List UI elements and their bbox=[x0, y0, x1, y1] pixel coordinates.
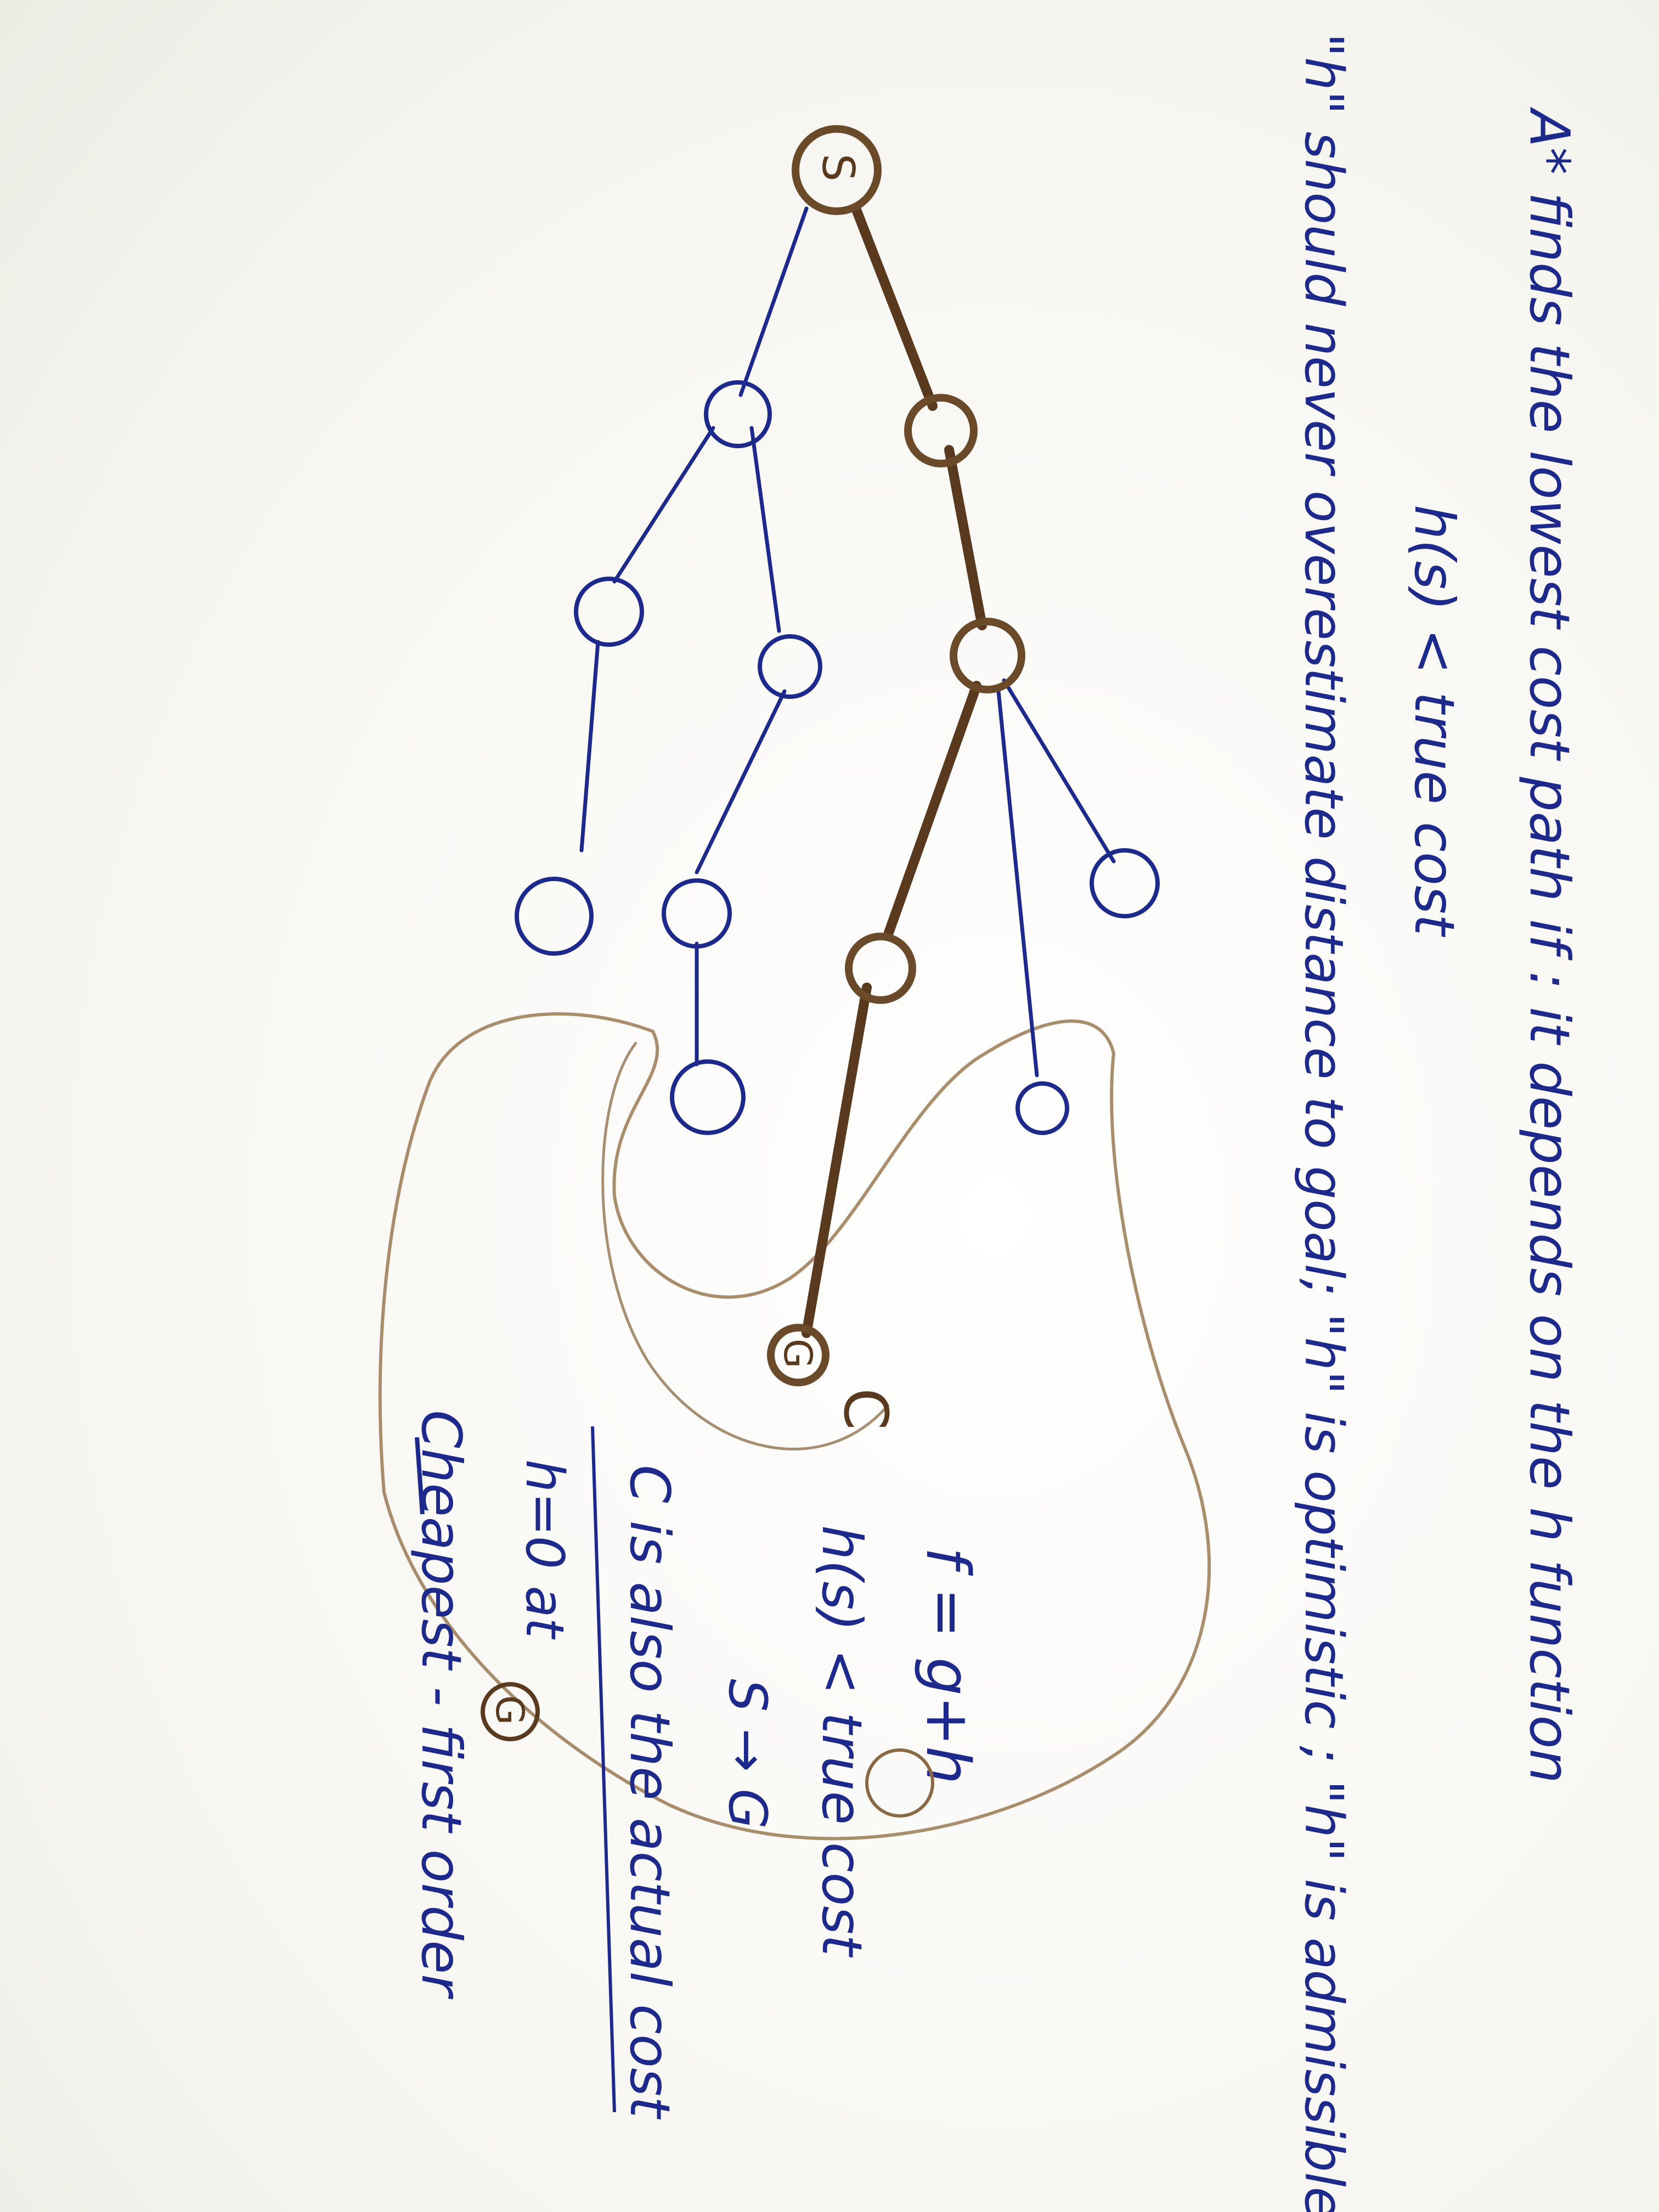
node bbox=[704, 380, 772, 448]
g-circle bbox=[481, 1682, 540, 1741]
start-label: S bbox=[812, 154, 864, 182]
formula-h-zero-node: G bbox=[487, 1695, 532, 1725]
path-node bbox=[950, 618, 1025, 693]
formula-f: f = g+h bbox=[913, 1547, 983, 1785]
path-node bbox=[904, 394, 978, 467]
goal-label: G bbox=[775, 1339, 820, 1368]
note-line-1: A* finds the lowest cost path if : it de… bbox=[1517, 106, 1582, 1784]
contour-c bbox=[378, 1012, 1211, 1841]
node bbox=[574, 577, 644, 647]
formula-block: f = g+h h(s) < true cost S → G C is also… bbox=[409, 1410, 983, 2120]
formula-c-note: C is also the actual cost bbox=[618, 1465, 682, 2120]
graph-edges bbox=[579, 206, 1116, 1077]
cheapest-underline bbox=[415, 1437, 425, 1515]
start-node bbox=[792, 125, 882, 215]
formula-h-rule: h(s) < true cost bbox=[810, 1525, 874, 1958]
formula-cheapest: Cheapest - first order bbox=[409, 1410, 473, 2000]
formula-h-zero: h=0 at bbox=[514, 1459, 574, 1640]
contour-inner bbox=[601, 1041, 890, 1451]
path-node bbox=[845, 933, 916, 1004]
path-nodes bbox=[767, 125, 1025, 1386]
note-line-3: "h" should never overestimate distance t… bbox=[1293, 33, 1355, 2212]
h-circle bbox=[865, 1748, 934, 1818]
graph-nodes bbox=[515, 380, 1160, 1135]
header-notes: A* finds the lowest cost path if : it de… bbox=[1293, 33, 1582, 2212]
node bbox=[670, 1059, 746, 1135]
contour-label: C bbox=[831, 1388, 901, 1430]
node bbox=[515, 877, 594, 956]
divider-line bbox=[591, 1426, 616, 2113]
optimal-path bbox=[802, 204, 987, 1338]
goal-node bbox=[767, 1324, 830, 1386]
formula-path: S → G bbox=[717, 1679, 777, 1829]
node bbox=[662, 878, 732, 949]
note-line-2: h(s) < true cost bbox=[1402, 505, 1466, 938]
node bbox=[1015, 1081, 1069, 1135]
node bbox=[758, 634, 822, 699]
node bbox=[1090, 848, 1160, 918]
